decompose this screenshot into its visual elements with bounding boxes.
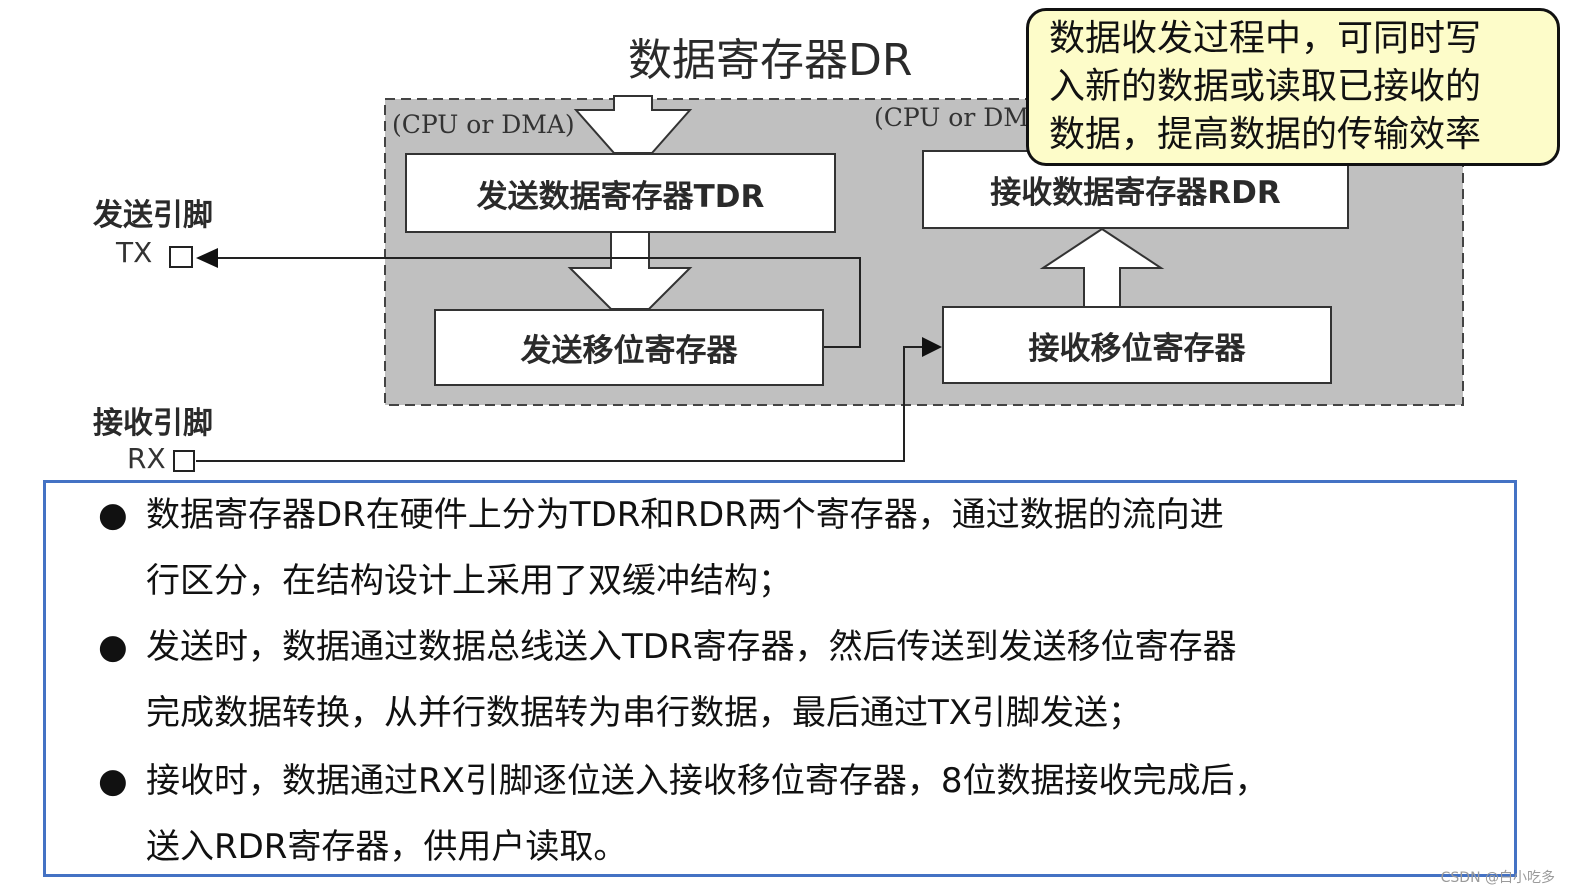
tx-arrowhead [196,248,218,268]
bullet-line: 完成数据转换，从并行数据转为串行数据，最后通过TX引脚发送； [146,693,1143,733]
description-box [43,480,1517,877]
bullet-dot: ● [98,761,128,801]
rx-pin-square [173,450,195,472]
cpu-dma-label-left: (CPU or DMA) [392,110,575,139]
shift-to-rdr-arrow [1039,227,1165,308]
rx-pin-label: 接收引脚 [93,406,213,441]
tx-pin-square [169,246,193,268]
tx-pin-label: 发送引脚 [93,198,213,233]
tx-signal-line [218,257,861,348]
bullet-line: 行区分，在结构设计上采用了双缓冲结构； [146,561,792,601]
bullet-line: 数据寄存器DR在硬件上分为TDR和RDR两个寄存器，通过数据的流向进 [146,495,1224,535]
tdr-register-box: 发送数据寄存器TDR [405,153,836,233]
note-line: 数据收发过程中，可同时写 [1049,18,1482,59]
bullet-dot: ● [98,495,128,535]
note-line: 入新的数据或读取已接收的 [1049,66,1482,107]
note-line: 数据，提高数据的传输效率 [1049,114,1482,155]
watermark: CSDN @白小吃多 [1440,870,1555,886]
bullet-line: 送入RDR寄存器，供用户读取。 [146,827,628,867]
diagram-title: 数据寄存器DR [628,35,913,86]
rx-pin-name: RX [127,442,166,475]
double-buffer-note: 数据收发过程中，可同时写 入新的数据或读取已接收的 数据，提高数据的传输效率 [1026,8,1560,166]
bullet-line: 接收时，数据通过RX引脚逐位送入接收移位寄存器，8位数据接收完成后， [146,761,1269,801]
rx-signal-line [196,346,922,462]
bullet-dot: ● [98,627,128,667]
tx-shift-register-box: 发送移位寄存器 [434,309,824,386]
rx-arrowhead [922,337,942,357]
tx-pin-name: TX [116,236,153,269]
cpu-dma-label-right: (CPU or DM [874,103,1029,132]
bullet-line: 发送时，数据通过数据总线送入TDR寄存器，然后传送到发送移位寄存器 [146,627,1237,667]
rx-shift-register-box: 接收移位寄存器 [942,306,1332,384]
